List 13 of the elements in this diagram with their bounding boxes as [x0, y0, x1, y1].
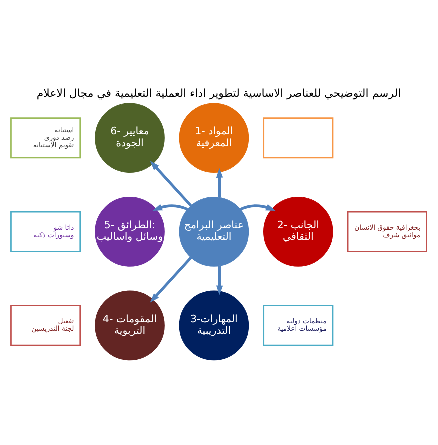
node-circle: عناصر البرامج التعليمية [179, 196, 250, 266]
arrow [216, 168, 224, 197]
arrow [150, 256, 192, 302]
node-circle: 1- المواد المعرفية [179, 102, 250, 173]
node-circle: 3-المهارات التدريبية [179, 290, 250, 360]
arrow [216, 266, 224, 295]
node-circle: 6- معايير الجودة [95, 102, 165, 173]
diagram-title: الرسم التوضيحي للعناصر الاساسية لتطوير اداء العملية التعليمية في مجال الاعلام [36, 86, 402, 100]
arrow [152, 204, 188, 210]
arrow [150, 160, 192, 206]
node-circle: 4- المقومات التربوية [95, 290, 165, 360]
arrow [240, 204, 276, 211]
node-box [263, 117, 334, 158]
